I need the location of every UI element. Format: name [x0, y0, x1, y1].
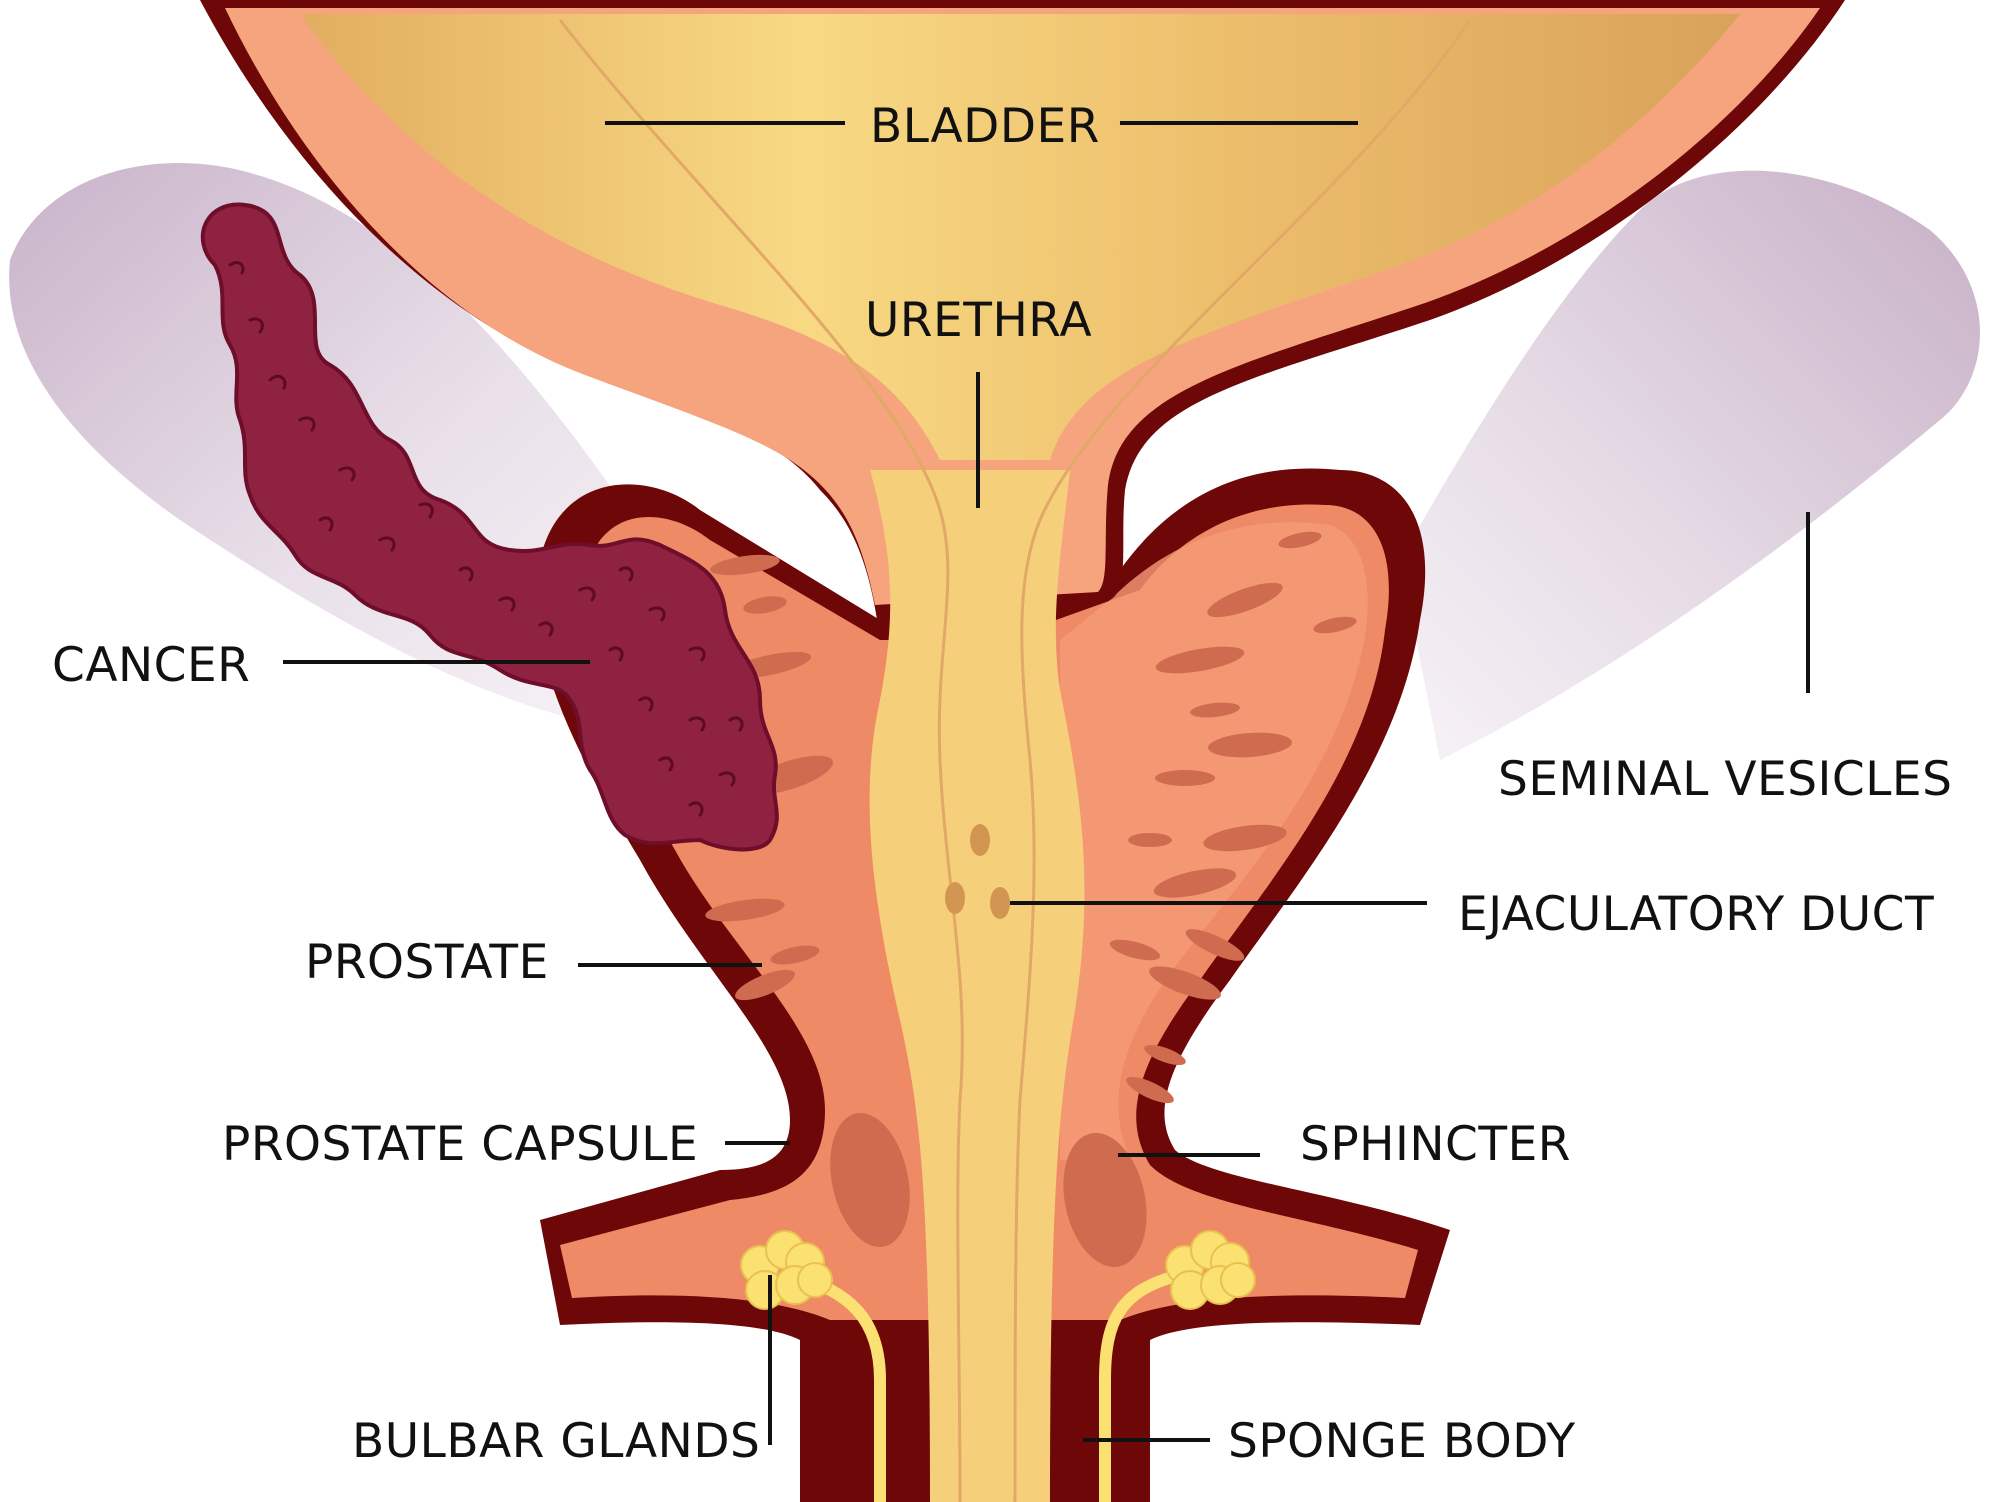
bulbar-glands-label: BULBAR GLANDS [352, 1414, 760, 1469]
urethra-inner-line-right [1013, 19, 1472, 1502]
ejaculatory-duct-label: EJACULATORY DUCT [1458, 887, 1934, 942]
ejaculatory-duct [945, 824, 1010, 919]
bladder-label: BLADDER [870, 99, 1100, 154]
sphincter-label: SPHINCTER [1300, 1117, 1571, 1172]
prostate-capsule-label: PROSTATE CAPSULE [222, 1117, 698, 1172]
cancer-texture [228, 261, 744, 817]
sponge-body-label: SPONGE BODY [1228, 1414, 1576, 1469]
prostate-label: PROSTATE [305, 935, 549, 990]
bulbar-gland-duct-right [1099, 1269, 1182, 1502]
seminal-vesicles-label: SEMINAL VESICLES [1498, 752, 1952, 807]
bulbar-gland-left [740, 1230, 833, 1310]
urethra-inner-line-left [558, 19, 964, 1502]
cancer-label: CANCER [52, 638, 250, 693]
bladder [300, 14, 1740, 460]
seminal-vesicle-right [1400, 170, 1980, 760]
urethra [869, 470, 1085, 1502]
bulbar-gland-right [1165, 1230, 1256, 1310]
urethra-label: URETHRA [865, 293, 1092, 348]
cancer-mass [200, 202, 779, 852]
sphincter-right [1063, 1132, 1147, 1268]
sphincter-left [830, 1113, 910, 1247]
